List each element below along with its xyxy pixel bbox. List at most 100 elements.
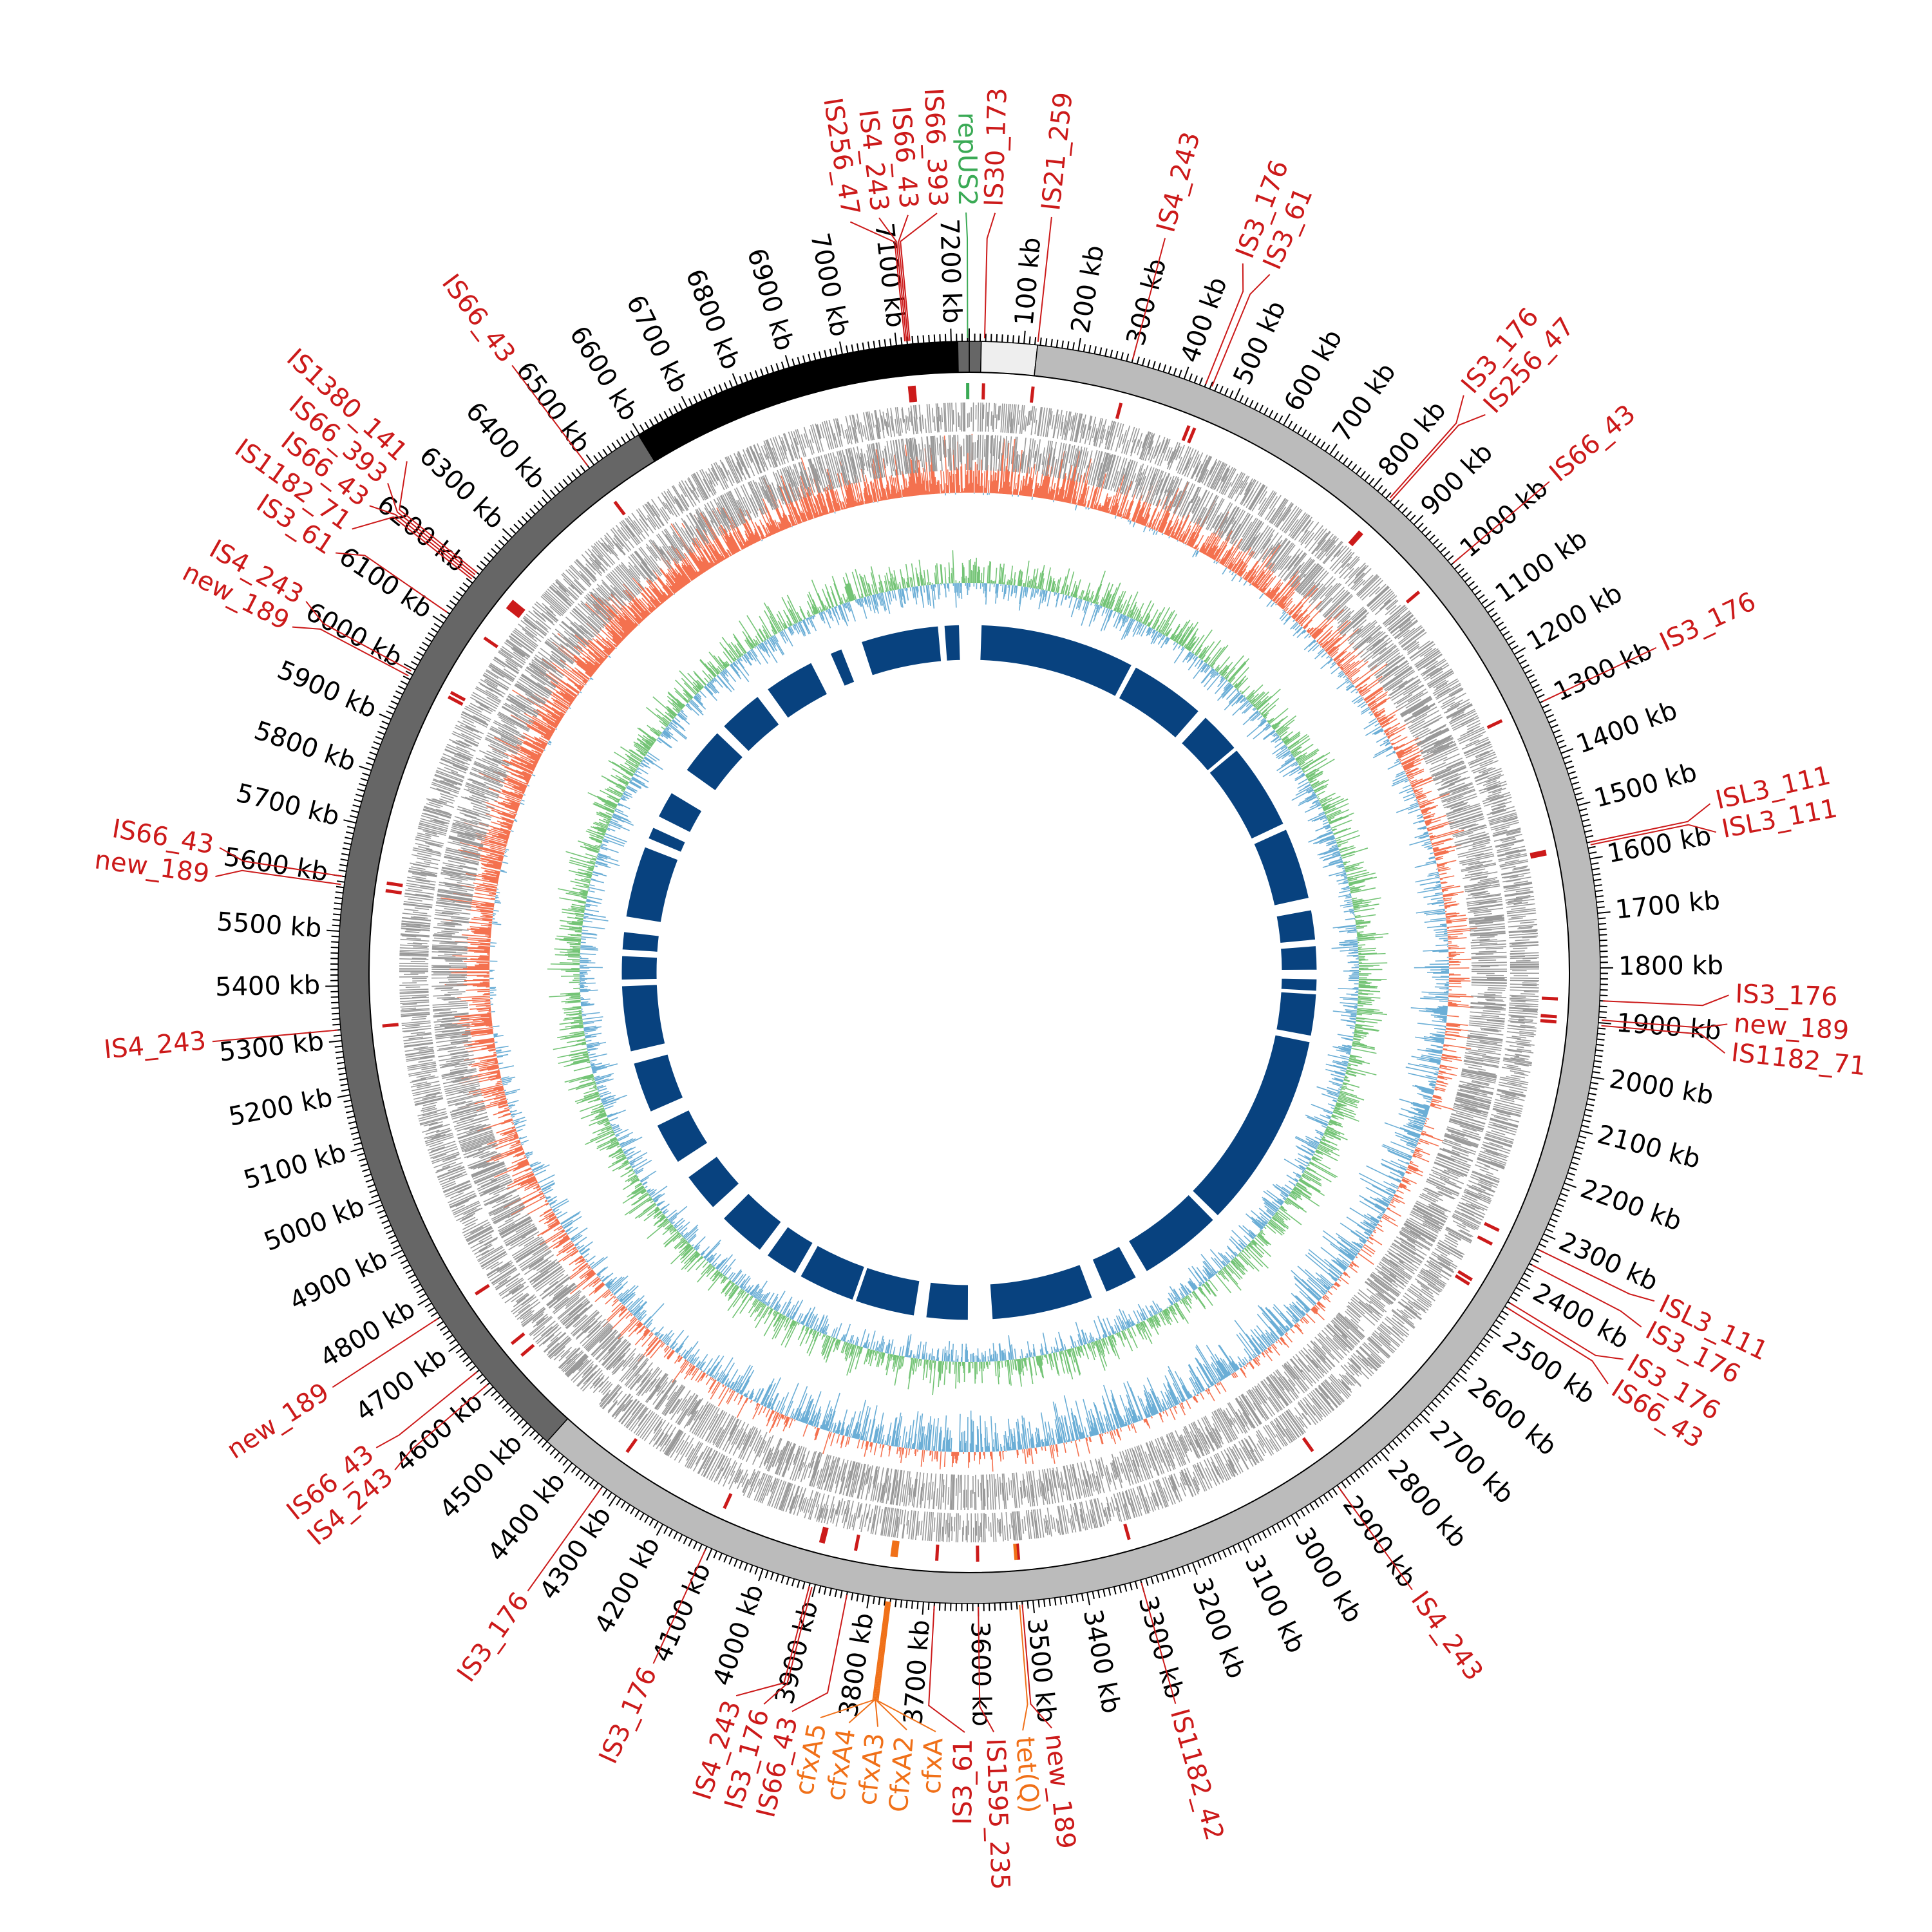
tick-label: 5900 kb — [273, 655, 381, 724]
feature-mark — [625, 1437, 638, 1454]
tick-label: 1500 kb — [1591, 757, 1700, 814]
gc-skew-negative — [489, 493, 1450, 1453]
feature-label: IS1595_235 — [980, 1738, 1015, 1891]
label-connector — [336, 552, 448, 613]
conserved-block — [687, 1155, 740, 1208]
tick-marks — [325, 328, 1613, 1616]
tick-label: 1200 kb — [1522, 578, 1627, 657]
tick-label: 6700 kb — [620, 290, 694, 397]
feature-label: IS3_176 — [451, 1587, 535, 1687]
conserved-block — [621, 955, 658, 981]
conserved-block — [1180, 717, 1235, 772]
tick-label: 1700 kb — [1614, 886, 1721, 925]
tick-label: 3300 kb — [1132, 1593, 1189, 1701]
tick-label: 700 kb — [1327, 357, 1401, 447]
feature-mark — [511, 600, 526, 612]
tick-label: 2300 kb — [1555, 1227, 1662, 1297]
tick-label: 5100 kb — [240, 1138, 349, 1196]
conserved-block — [829, 649, 855, 687]
conserved-block — [1209, 750, 1284, 840]
label-connector — [875, 1601, 889, 1727]
feature-mark — [448, 695, 464, 706]
conserved-block — [658, 792, 703, 833]
gc-content-track — [547, 550, 1388, 1396]
label-connector — [878, 217, 907, 341]
label-connector — [352, 516, 473, 580]
conserved-block — [621, 931, 659, 952]
tick-label: 2200 kb — [1577, 1174, 1685, 1237]
tick-label: 4200 kb — [589, 1532, 666, 1638]
conserved-block — [800, 1245, 866, 1301]
label-connector — [791, 1595, 848, 1712]
feature-mark — [1486, 719, 1503, 729]
label-connector — [1391, 413, 1486, 500]
feature-mark — [385, 889, 402, 895]
feature-marks-track — [382, 383, 1558, 1562]
label-connector — [399, 461, 478, 573]
conserved-block — [1276, 991, 1317, 1037]
tick-label: 3900 kb — [770, 1598, 824, 1707]
tick-label: 2400 kb — [1528, 1278, 1634, 1355]
feature-mark — [1541, 996, 1558, 1001]
feature-mark — [821, 1527, 829, 1544]
conserved-block — [1253, 829, 1310, 906]
label-connector — [1453, 481, 1550, 564]
label-connector — [369, 505, 474, 578]
label-connector — [219, 847, 343, 877]
feature-label: new_189 — [1039, 1732, 1081, 1850]
feature-label: IS4_243 — [102, 1026, 207, 1065]
tick-label: 6900 kb — [741, 245, 800, 354]
feature-mark — [1029, 386, 1035, 403]
gene-tracks — [399, 402, 1540, 1542]
feature-mark — [935, 1544, 940, 1561]
label-connector — [1021, 1604, 1052, 1728]
conserved-block — [1118, 667, 1200, 739]
gene-track-forward — [399, 402, 1540, 1542]
tick-label: 6600 kb — [564, 321, 643, 426]
feature-label: CfxA2 — [884, 1735, 920, 1814]
tick-label: 5500 kb — [216, 907, 323, 944]
label-connector — [1205, 263, 1244, 384]
tick-label: 4100 kb — [647, 1558, 717, 1667]
tick-label: 2000 kb — [1607, 1064, 1716, 1110]
feature-label: IS4_243 — [1405, 1586, 1489, 1686]
feature-mark — [1181, 425, 1191, 442]
label-connector — [394, 1384, 488, 1471]
label-connector — [763, 1586, 813, 1705]
feature-mark — [509, 601, 524, 614]
tick-label: 900 kb — [1415, 437, 1499, 521]
conserved-blocks-ring — [621, 624, 1318, 1321]
ideogram-inner-border — [368, 372, 1570, 1573]
conserved-block — [860, 625, 942, 676]
feature-label: IS66_393 — [918, 88, 953, 207]
label-connector — [387, 482, 476, 576]
conserved-block — [621, 984, 666, 1052]
conserved-block — [943, 624, 961, 661]
tick-label: 1300 kb — [1549, 636, 1657, 707]
feature-mark — [613, 500, 626, 516]
feature-label: IS66_43 — [436, 269, 521, 368]
feature-label: repUS2 — [952, 112, 982, 206]
feature-mark — [1350, 532, 1363, 547]
conserved-block — [1280, 978, 1318, 992]
tick-label: 7000 kb — [804, 231, 855, 339]
label-connector — [305, 601, 412, 672]
feature-label: new_189 — [222, 1378, 334, 1465]
contig-segment — [957, 341, 970, 373]
conserved-block — [1128, 1194, 1215, 1273]
tick-label: 5400 kb — [215, 971, 321, 1002]
label-connector — [1531, 1264, 1642, 1328]
label-connector — [292, 626, 409, 677]
feature-mark — [1540, 1014, 1557, 1019]
label-connector — [1338, 1487, 1413, 1591]
feature-mark — [1187, 427, 1197, 444]
feature-mark — [1477, 1235, 1493, 1246]
tick-label: 6000 kb — [301, 597, 407, 674]
feature-label: IS30_173 — [979, 88, 1012, 207]
feature-mark — [1016, 1543, 1021, 1560]
contig-segment — [980, 341, 1039, 377]
feature-label: IS3_61 — [948, 1739, 978, 1825]
conserved-block — [1191, 1034, 1311, 1217]
feature-mark — [386, 881, 403, 887]
